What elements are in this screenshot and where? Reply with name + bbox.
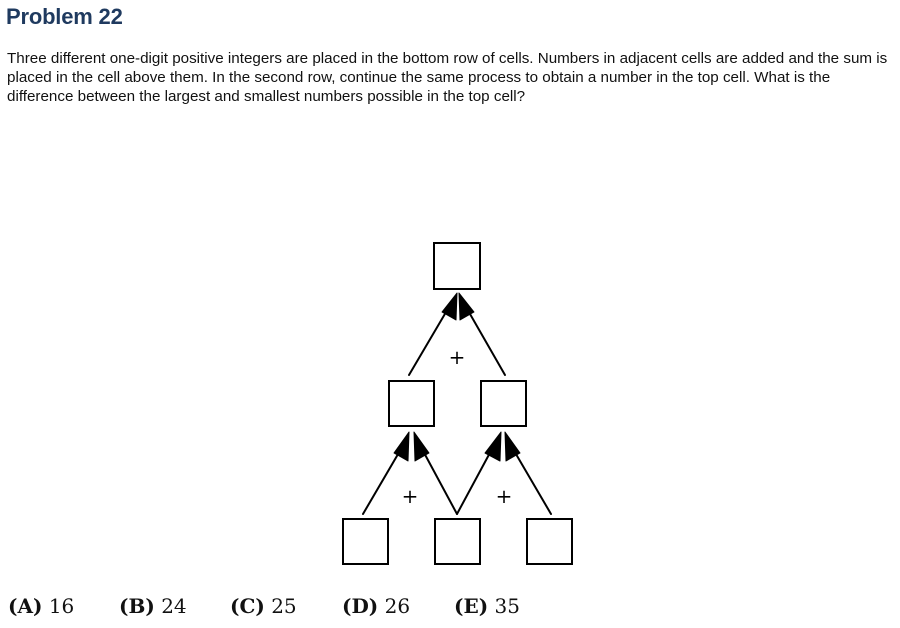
choice-letter: (E) [454,594,489,618]
arrow-shaft [362,448,402,515]
choice-letter: (C) [230,594,265,618]
plus-sign: + [449,345,466,369]
choice-letter: (B) [119,594,155,618]
arrow-shaft [465,306,506,376]
sum-pyramid-diagram: + + + [342,242,573,565]
arrowhead-icon [458,292,475,321]
choice-a: (A) 16 [8,594,74,618]
bottom-right-cell [526,518,573,565]
choice-letter: (A) [8,594,43,618]
arrowhead-icon [441,292,458,321]
choice-d: (D) 26 [342,594,410,618]
plus-sign: + [402,484,419,508]
arrowhead-icon [504,431,521,462]
problem-statement: Three different one-digit positive integ… [7,50,888,105]
choice-letter: (D) [342,594,379,618]
arrow-shaft [456,448,493,515]
choice-value: 26 [384,594,411,618]
choice-b: (B) 24 [119,594,187,618]
bottom-middle-cell [434,518,481,565]
arrow-shaft [421,448,458,515]
choice-value: 24 [161,594,187,618]
choice-value: 16 [48,594,75,618]
arrow-shaft [512,448,552,515]
arrow-shaft [408,306,450,376]
bottom-left-cell [342,518,389,565]
problem-title: Problem 22 [6,4,123,29]
plus-sign: + [496,484,513,508]
middle-left-cell [388,380,435,427]
arrowhead-icon [393,431,410,462]
choice-value: 25 [271,594,297,618]
arrowhead-icon [413,431,430,462]
choice-value: 35 [494,594,520,618]
choice-e: (E) 35 [454,594,520,618]
top-cell [433,242,481,290]
middle-right-cell [480,380,527,427]
choice-c: (C) 25 [230,594,297,618]
arrowhead-icon [484,431,502,462]
